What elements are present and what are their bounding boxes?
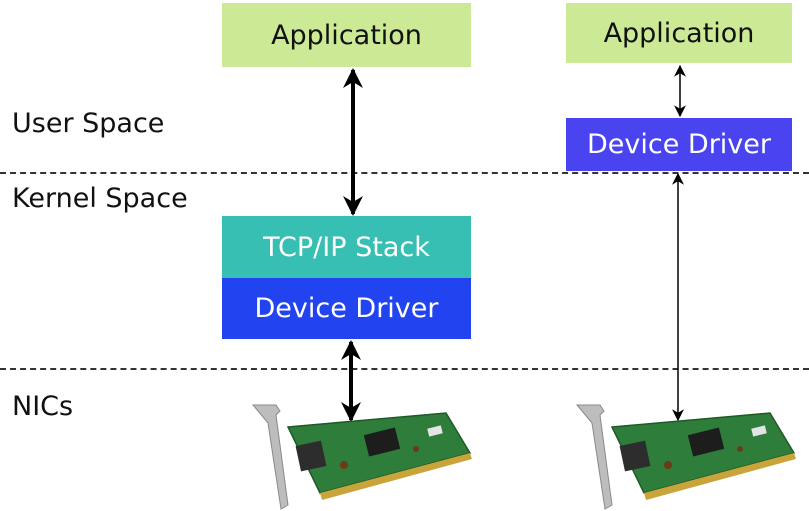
tcp-ip-stack-box: TCP/IP Stack xyxy=(222,216,471,278)
nics-label: NICs xyxy=(12,391,74,422)
right-application-box: Application xyxy=(566,3,792,63)
user-kernel-boundary xyxy=(0,172,809,174)
nic-card-left xyxy=(251,404,472,510)
kernel-nic-boundary xyxy=(0,368,809,370)
left-application-box: Application xyxy=(222,3,471,67)
user-device-driver-box: Device Driver xyxy=(566,118,792,171)
kernel-device-driver-box: Device Driver xyxy=(222,278,471,339)
user-space-label: User Space xyxy=(12,108,165,139)
kernel-space-label: Kernel Space xyxy=(12,183,188,214)
nic-card-right xyxy=(575,404,796,510)
